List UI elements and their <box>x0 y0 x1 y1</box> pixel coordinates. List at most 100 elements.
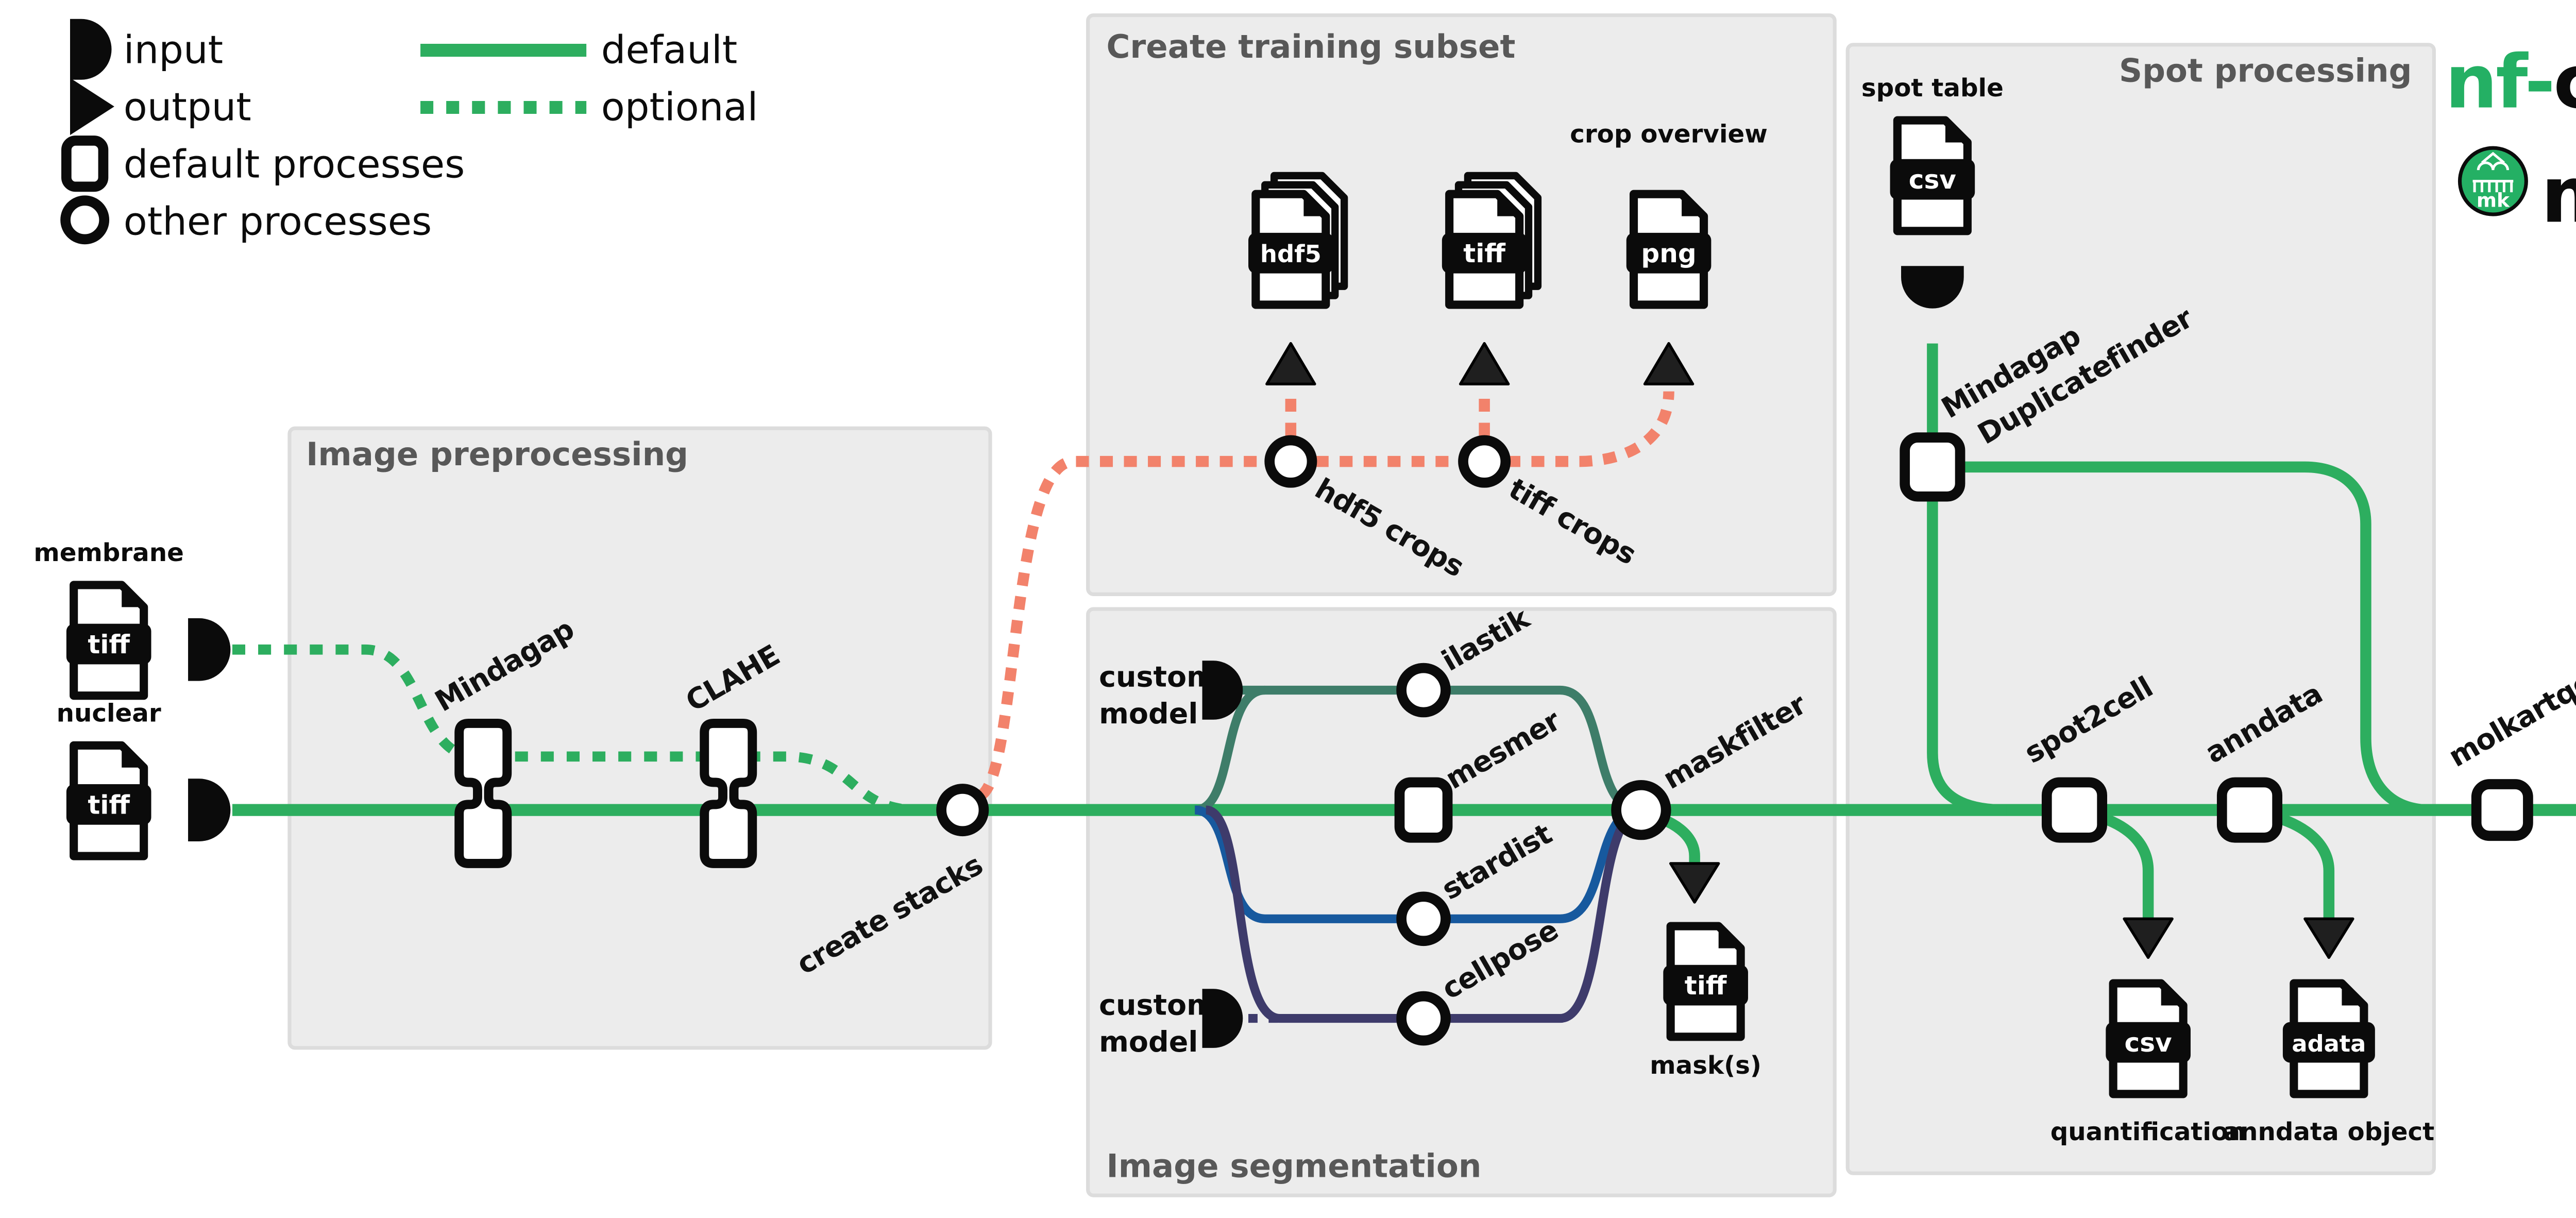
file-adata: adata anndata object <box>2223 979 2434 1146</box>
custom-model-bottom-line1: custom <box>1099 989 1216 1022</box>
file-spot-table-csv: spot table csv <box>1861 74 2004 309</box>
adata-fold <box>2342 983 2364 1006</box>
node-stardist <box>1396 891 1451 946</box>
spot-table-banner <box>1890 159 1975 200</box>
membrane-label: membrane <box>33 538 184 567</box>
logo-app-name: molkart <box>2541 150 2576 240</box>
process-nodes <box>454 432 2533 1046</box>
arrows <box>1265 342 2354 959</box>
box-spot-processing <box>1845 43 2436 1175</box>
legend-optional-label: optional <box>601 84 758 130</box>
custom-model-top-line2: model <box>1099 698 1198 731</box>
box-title-training: Create training subset <box>1106 28 1515 65</box>
logo-nf-core-molkart: nf-core/ mk molkart <box>2445 39 2576 240</box>
legend-input-label: input <box>124 27 223 73</box>
file-tiff-stack: tiff <box>1442 172 1542 309</box>
input-custom-model-top: custom model <box>1099 661 1243 731</box>
crop-overview-label: crop overview <box>1570 120 1768 148</box>
box-title-preprocessing: Image preprocessing <box>306 435 688 473</box>
arrow-up-tiff <box>1459 342 1510 386</box>
node-clahe <box>700 718 757 868</box>
node-create-stacks <box>936 784 989 837</box>
quant-banner <box>2106 1022 2191 1063</box>
input-connector-nuclear <box>188 779 231 841</box>
legend: input output default processes other pro… <box>60 19 758 245</box>
edge-spottable-down <box>1927 343 2007 816</box>
node-anndata <box>2216 777 2283 843</box>
hdf5-banner <box>1248 232 1333 274</box>
box-title-spot: Spot processing <box>2119 52 2412 89</box>
input-icon <box>70 19 112 80</box>
input-custom-model-bottom: custom model <box>1099 989 1243 1059</box>
logo-core: core/ <box>2553 39 2576 125</box>
arrow-down-masks <box>1669 862 1720 904</box>
nuclear-label: nuclear <box>57 699 161 728</box>
mk-kart-comb <box>2472 180 2514 193</box>
file-png-crop-overview: crop overview png <box>1570 120 1768 309</box>
mk-kart-icon <box>2477 151 2510 171</box>
arrow-down-adata <box>2303 917 2354 959</box>
quant-fold <box>2161 983 2183 1006</box>
mk-badge-text: mk <box>2477 189 2510 212</box>
png-banner <box>1626 232 1711 274</box>
label-molkartqc: molkartqc <box>2443 666 2576 773</box>
arrow-up-png <box>1643 342 1694 386</box>
mk-badge: mk <box>2458 146 2528 216</box>
node-molkartqc <box>2471 779 2533 841</box>
masks-banner <box>1663 965 1748 1006</box>
adata-banner <box>2282 1022 2375 1063</box>
node-maskfilter <box>1611 780 1671 840</box>
membrane-banner <box>66 623 151 665</box>
logo-wordmark: nf-core/ <box>2445 39 2576 125</box>
arrow-up-hdf5 <box>1265 342 1316 386</box>
node-mindagap <box>454 718 512 868</box>
file-quantification-csv: csv quantification <box>2050 979 2246 1146</box>
node-tiff-crops <box>1458 435 1511 488</box>
legend-output-label: output <box>124 84 251 130</box>
tiffstack-ext: tiff <box>1463 238 1506 268</box>
edge-duplicatefinder-bypass <box>1958 461 2431 816</box>
quant-label: quantification <box>2050 1118 2246 1146</box>
other-process-icon <box>60 195 110 245</box>
tiffstack-banner <box>1442 232 1527 274</box>
hdf5-fold <box>1303 194 1326 216</box>
spot-table-label: spot table <box>1861 74 2004 103</box>
input-connector-membrane <box>188 618 231 681</box>
membrane-ext: tiff <box>88 629 130 659</box>
hdf5-ext: hdf5 <box>1260 240 1321 268</box>
node-spot2cell <box>2041 777 2107 843</box>
edge-ilastik-branch <box>1194 685 1266 815</box>
custom-model-bottom-line2: model <box>1099 1026 1198 1059</box>
file-nuclear-tiff: nuclear tiff <box>57 699 231 860</box>
input-connector-custom-top <box>1202 661 1243 720</box>
file-masks-tiff: tiff mask(s) <box>1650 922 1761 1080</box>
logo-nf: nf- <box>2445 39 2553 125</box>
legend-default-processes-label: default processes <box>124 141 465 187</box>
masks-ext: tiff <box>1685 970 1727 1001</box>
masks-label: mask(s) <box>1650 1051 1761 1080</box>
node-duplicatefinder <box>1900 432 1965 502</box>
output-icon <box>70 78 114 136</box>
box-title-segmentation: Image segmentation <box>1106 1147 1481 1185</box>
box-image-preprocessing <box>287 426 992 1050</box>
edge-training-optional <box>977 391 1674 800</box>
custom-model-top-line1: custom <box>1099 661 1216 693</box>
legend-default-label: default <box>601 27 737 73</box>
node-hdf5-crops <box>1264 435 1317 488</box>
spot-table-ext: csv <box>1909 164 1956 195</box>
arrow-down-quantification <box>2123 917 2174 959</box>
adata-label: anndata object <box>2223 1118 2434 1146</box>
node-mesmer <box>1394 777 1453 843</box>
file-membrane-tiff: membrane tiff <box>33 538 231 700</box>
input-connector-custom-bottom <box>1202 989 1243 1048</box>
node-ilastik <box>1396 663 1451 718</box>
file-hdf5-stack: hdf5 <box>1248 172 1348 309</box>
legend-other-processes-label: other processes <box>124 198 432 244</box>
nuclear-banner <box>66 784 151 825</box>
spot-table-fold <box>1945 120 1968 143</box>
nuclear-ext: tiff <box>88 789 130 820</box>
input-connector-spot-table <box>1901 266 1964 309</box>
png-ext: png <box>1641 238 1696 268</box>
